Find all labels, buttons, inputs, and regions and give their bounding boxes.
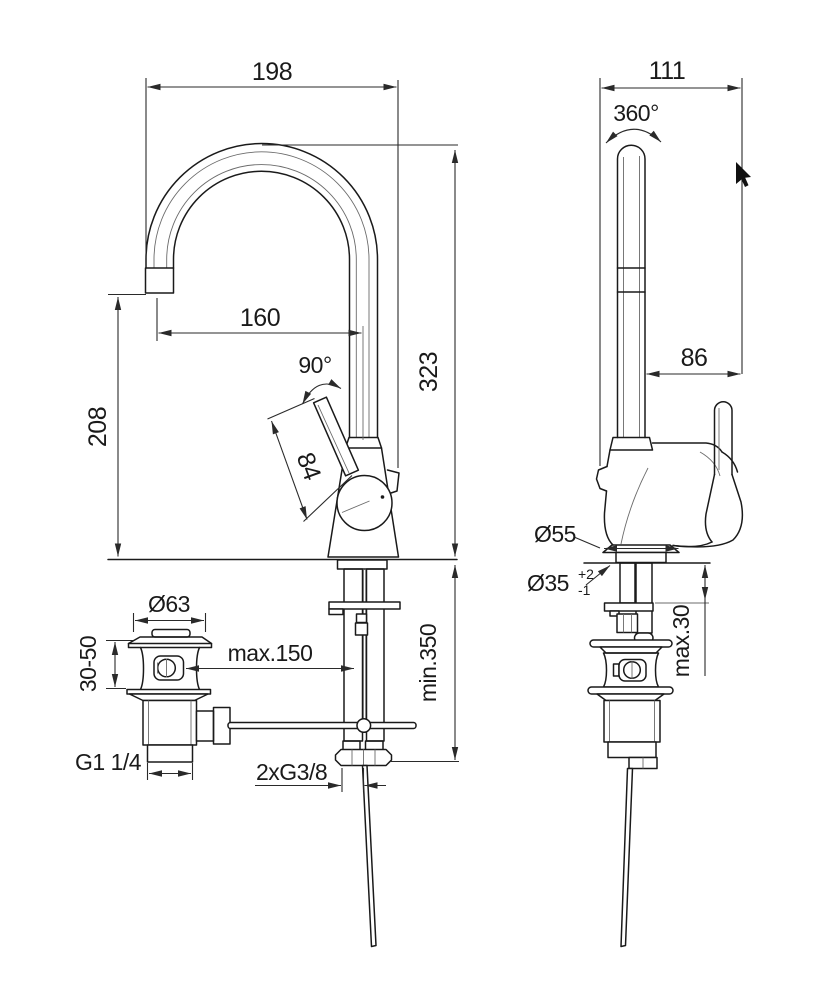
- supply-hose-left: [343, 568, 364, 742]
- dim-label-lever-length: 84: [291, 449, 327, 484]
- dim-label-waste-thread: G1 1/4: [75, 749, 142, 775]
- dim-label-total-height: 323: [415, 352, 443, 392]
- dim-label-hose-min-length: min.350: [415, 624, 441, 702]
- dim-base-dia: Ø55: [534, 521, 679, 552]
- dim-label-waste-flange-dia: Ø63: [148, 591, 190, 617]
- dim-label-lever-offset: 86: [681, 344, 708, 372]
- dim-waste-thread: G1 1/4: [75, 749, 194, 780]
- dim-spout-swivel: 360°: [605, 100, 662, 144]
- base-plinth-side: [615, 551, 667, 564]
- mounting-nut-front: [354, 622, 369, 636]
- waste-top-flange-side: [589, 639, 673, 648]
- dim-hose-min-length: min.350: [390, 565, 459, 763]
- dim-total-width: 198: [145, 58, 399, 468]
- dim-label-rod-max-distance: max.150: [228, 640, 313, 666]
- dim-label-spout-height: 208: [84, 407, 112, 447]
- mounting-nut-side: [616, 613, 639, 634]
- side-view: 111 360° 86 Ø55 Ø35 +2 -1 max.30: [527, 57, 744, 948]
- dim-label-total-depth: 111: [649, 57, 686, 85]
- body-collar: [344, 436, 383, 449]
- popup-lever-rod: [227, 721, 417, 730]
- dim-lever-offset: 86: [646, 344, 741, 378]
- waste-tailpiece: [142, 699, 198, 746]
- mounting-stud: [355, 613, 368, 624]
- popup-rod: [361, 764, 377, 948]
- spout-arch: [144, 142, 379, 439]
- threaded-shank: [619, 562, 636, 604]
- mounting-bracket: [328, 601, 401, 610]
- dim-total-height: 323: [262, 144, 459, 557]
- mixer-body-side: [595, 401, 744, 564]
- dim-spout-reach: 160: [156, 298, 364, 440]
- dim-label-base-dia: Ø55: [534, 521, 576, 547]
- popup-rod-side: [620, 767, 634, 948]
- lever-handle-side: [713, 401, 733, 476]
- dim-label-hole-tol-lower: -1: [578, 582, 591, 598]
- dim-label-hole-dia: Ø35: [527, 570, 569, 596]
- rod-pivot: [356, 717, 372, 734]
- dim-label-hole-tol-upper: +2: [578, 566, 594, 582]
- dim-label-clamping-range: 30-50: [75, 636, 101, 692]
- base-plinth-front: [336, 559, 388, 570]
- dim-clamping-range: 30-50: [75, 636, 133, 692]
- dim-label-total-width: 198: [252, 58, 292, 86]
- dim-max-deck-thickness: max.30: [668, 565, 709, 677]
- dim-spout-height: 208: [84, 293, 146, 557]
- supply-hoses: [328, 568, 401, 948]
- dim-label-lever-swing: 90°: [298, 352, 331, 378]
- dim-label-hose-threads: 2xG3/8: [256, 759, 327, 785]
- supply-hose-side: [635, 562, 653, 634]
- front-view: 198 160 208 84 90° 323: [75, 58, 459, 948]
- dim-waste-flange-dia: Ø63: [132, 591, 207, 632]
- body-rear-tab: [386, 469, 400, 495]
- waste-valve-screw: [153, 655, 185, 681]
- supply-hose-right: [365, 568, 385, 742]
- mouse-cursor-icon: [736, 162, 751, 187]
- spout-outlet: [144, 267, 175, 294]
- popup-waste-side: [587, 639, 674, 948]
- dim-label-max-deck-thickness: max.30: [668, 605, 694, 677]
- dim-hole-dia: Ø35 +2 -1: [527, 565, 611, 598]
- rod-coupling: [195, 710, 215, 742]
- dim-total-depth: 111: [599, 57, 743, 466]
- dim-label-spout-reach: 160: [240, 304, 280, 332]
- spout-pipe-side: [616, 144, 646, 439]
- dim-hose-threads: 2xG3/8: [255, 759, 386, 792]
- mounting-washer-side: [603, 602, 654, 612]
- dim-rod-max-distance: max.150: [186, 640, 354, 672]
- dim-lever-swing: 90°: [298, 352, 342, 405]
- waste-lower-flange-side: [587, 686, 674, 695]
- waste-tailpiece-side: [603, 699, 661, 743]
- popup-waste-front: [126, 628, 417, 763]
- mixer-body-front: [312, 396, 400, 570]
- waste-plug-cap: [151, 628, 191, 638]
- dim-label-spout-swivel: 360°: [613, 100, 659, 126]
